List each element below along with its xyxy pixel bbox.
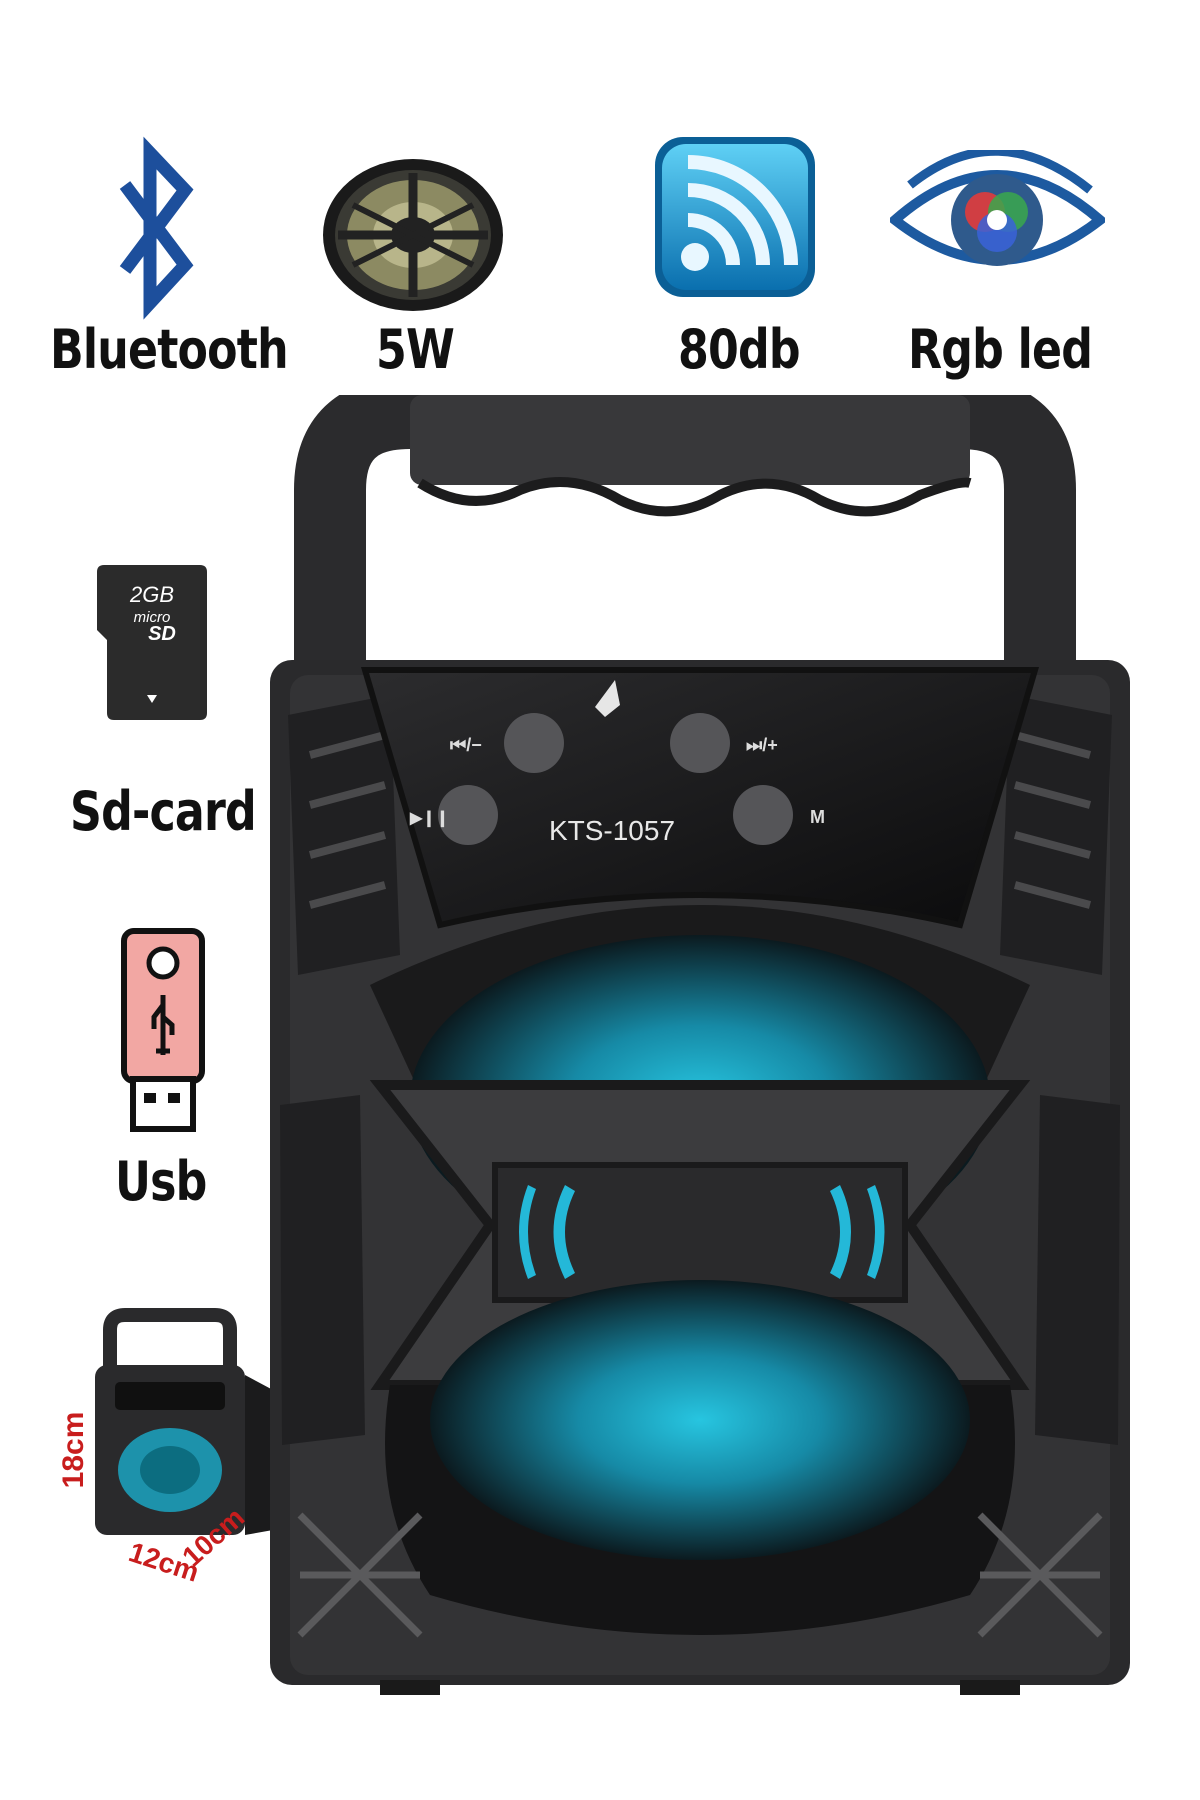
feature-label-bluetooth: Bluetooth <box>50 318 289 381</box>
play-button-label: ▶❙❙ <box>409 810 449 828</box>
next-volume-up-button <box>670 713 730 773</box>
feature-label-sdcard: Sd-card <box>70 780 257 843</box>
sdcard-capacity: 2GB <box>129 582 174 607</box>
brand-logo <box>595 680 620 717</box>
mode-button <box>733 785 793 845</box>
prev-button-label: ⏮/− <box>450 735 482 755</box>
dimension-depth: 10cm <box>176 1501 250 1572</box>
prev-volume-down-button <box>504 713 564 773</box>
speaker-product: ⏮/− ⏭/+ ▶❙❙ M KTS-1057 <box>270 395 1130 1695</box>
sdcard-brand-line1: micro <box>134 609 171 626</box>
feature-label-rgb: Rgb led <box>908 318 1093 381</box>
lower-speaker-glow <box>430 1280 970 1560</box>
dimension-height: 18cm <box>57 1412 90 1489</box>
sdcard-brand-line2: SD <box>148 623 176 645</box>
dimensions-thumbnail <box>95 1308 273 1535</box>
feature-label-volume: 80db <box>678 318 801 381</box>
feature-label-usb: Usb <box>115 1150 207 1213</box>
sdcard-icon: 2GB micro SD <box>97 565 207 720</box>
bluetooth-icon <box>119 136 194 320</box>
speaker-driver-icon <box>323 159 503 311</box>
mode-button-label: M <box>810 807 825 827</box>
next-button-label: ⏭/+ <box>746 735 778 755</box>
model-number: KTS-1057 <box>549 815 675 846</box>
dimensions-labels: 18cm 12cm 10cm <box>57 1412 250 1588</box>
play-pause-button <box>438 785 498 845</box>
wireless-signal-icon <box>655 137 815 297</box>
usb-drive-icon <box>121 928 205 1132</box>
eye-rgb-icon <box>890 150 1105 266</box>
feature-label-power: 5W <box>376 318 455 381</box>
